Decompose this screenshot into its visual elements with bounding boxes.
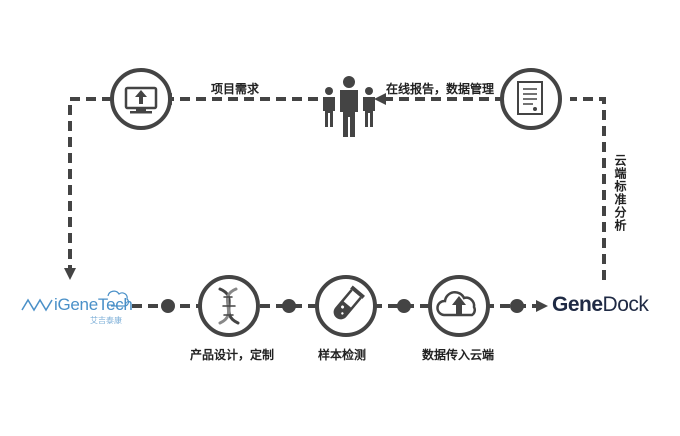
label-project-needs: 项目需求 — [211, 82, 260, 96]
genedock-logo: GeneDock — [552, 293, 649, 317]
genedock-gene: Gene — [552, 293, 603, 316]
node-dna — [198, 275, 260, 337]
computer-upload-icon — [124, 86, 158, 114]
dna-icon — [218, 287, 240, 325]
node-cloud — [428, 275, 490, 337]
label-cloud-analysis: 云端标准分析 — [613, 154, 627, 232]
team-people-icon — [323, 76, 375, 137]
label-sample-detect: 样本检测 — [318, 348, 367, 362]
junction-dot — [510, 299, 524, 313]
label-online-report: 在线报告，数据管理 — [386, 82, 495, 96]
junction-dot — [161, 299, 175, 313]
igenetech-logo: iGeneTech 艾吉泰康 — [20, 286, 138, 326]
junction-dot — [282, 299, 296, 313]
igenetech-name: iGeneTech — [54, 295, 133, 314]
igenetech-cn: 艾吉泰康 — [90, 316, 122, 325]
genedock-dock: Dock — [602, 293, 649, 316]
arrow-into-people — [374, 93, 386, 105]
test-tube-icon — [333, 285, 365, 320]
node-computer — [110, 68, 172, 130]
connector-genedock-to-report — [570, 97, 606, 280]
arrow-into-igenetech — [64, 268, 76, 280]
node-report — [500, 68, 562, 130]
label-product-design: 产品设计，定制 — [190, 348, 275, 362]
connector-lines — [68, 97, 606, 308]
label-data-upload: 数据传入云端 — [422, 348, 495, 362]
connector-computer-to-igenetech — [68, 97, 112, 270]
arrow-into-genedock — [536, 300, 548, 312]
node-test-tube — [315, 275, 377, 337]
report-document-icon — [517, 81, 543, 115]
junction-dot — [397, 299, 411, 313]
junction-dots — [161, 299, 524, 313]
cloud-upload-icon — [436, 291, 476, 317]
igenetech-wave-icon — [21, 290, 129, 312]
